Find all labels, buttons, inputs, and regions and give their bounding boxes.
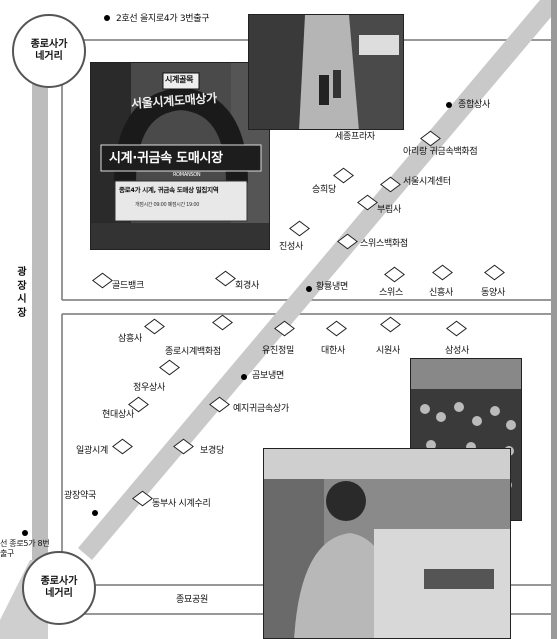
store-label-s14: 동양사 xyxy=(481,288,505,298)
store-label-s9: 골드뱅크 xyxy=(112,281,144,291)
store-label-s4: 서울시계센터 xyxy=(403,177,451,187)
arch-gate-illustration xyxy=(91,63,269,249)
store-dot-icon xyxy=(306,286,312,292)
store-dot-icon xyxy=(446,102,452,108)
store-label-s12: 스위스 xyxy=(379,288,403,298)
subway-dot-top xyxy=(104,15,110,21)
store-label-s10: 회경사 xyxy=(235,281,259,291)
arch-main-sign: 시계·귀금속 도매시장 xyxy=(109,151,223,166)
store-label-s25: 일광시계 xyxy=(76,446,108,456)
store-label-s8: 스위스백화점 xyxy=(360,239,408,249)
store-label-s23: 현대상사 xyxy=(102,410,134,420)
store-label-s18: 대한사 xyxy=(321,346,345,356)
store-label-s5: 승희당 xyxy=(312,185,336,195)
arch-banner-line2: 개점시간 09:00 폐점시간 19:00 xyxy=(135,202,200,208)
bottom-left-label: 선 종로5가 8번출구 xyxy=(0,539,50,559)
store-label-s24: 예지귀금속상가 xyxy=(233,404,289,414)
photo-repairman xyxy=(263,448,511,639)
store-label-s22: 곰보냉면 xyxy=(252,371,284,381)
store-label-s26: 보경당 xyxy=(200,446,224,456)
arch-banner-line1: 종로4가 시계, 귀금속 도매상 밀집지역 xyxy=(119,186,219,194)
left-main-road xyxy=(32,60,48,639)
store-label-s2: 세종프라자 xyxy=(335,132,375,142)
photo-arch-gate: 시계골목 서울시계도매상가 시계·귀금속 도매시장 ROMANSON 종로4가 … xyxy=(90,62,270,250)
store-label-s3: 아리랑 귀금속백화점 xyxy=(403,147,478,157)
store-label-s16: 종로시계백화점 xyxy=(165,347,221,357)
arch-brand: ROMANSON xyxy=(173,172,201,178)
bottom-street-label: 종묘공원 xyxy=(176,595,208,605)
store-label-s19: 시원사 xyxy=(376,346,400,356)
right-edge-road xyxy=(551,0,557,639)
store-label-s17: 유진정밀 xyxy=(262,346,294,356)
store-label-s20: 삼성사 xyxy=(445,346,469,356)
arch-top-sign: 시계골목 xyxy=(165,75,194,84)
store-label-s1: 종합상사 xyxy=(458,100,490,110)
store-label-s28: 동부사 시계수리 xyxy=(152,499,211,509)
photo-street xyxy=(248,14,404,130)
store-label-s11: 황룡냉면 xyxy=(316,282,348,292)
store-dot-icon xyxy=(92,510,98,516)
store-label-s7: 진성사 xyxy=(279,242,303,252)
store-label-s6: 부림사 xyxy=(377,205,401,215)
subway-exit-top: 2호선 을지로4가 3번출구 xyxy=(116,14,210,24)
store-label-s15: 삼흥사 xyxy=(118,334,142,344)
subway-dot-bottom xyxy=(22,530,28,536)
store-dot-icon xyxy=(241,374,247,380)
store-label-s27: 광장약국 xyxy=(64,491,96,501)
store-label-s21: 정우상사 xyxy=(133,383,165,393)
store-label-s13: 신흥사 xyxy=(429,288,453,298)
